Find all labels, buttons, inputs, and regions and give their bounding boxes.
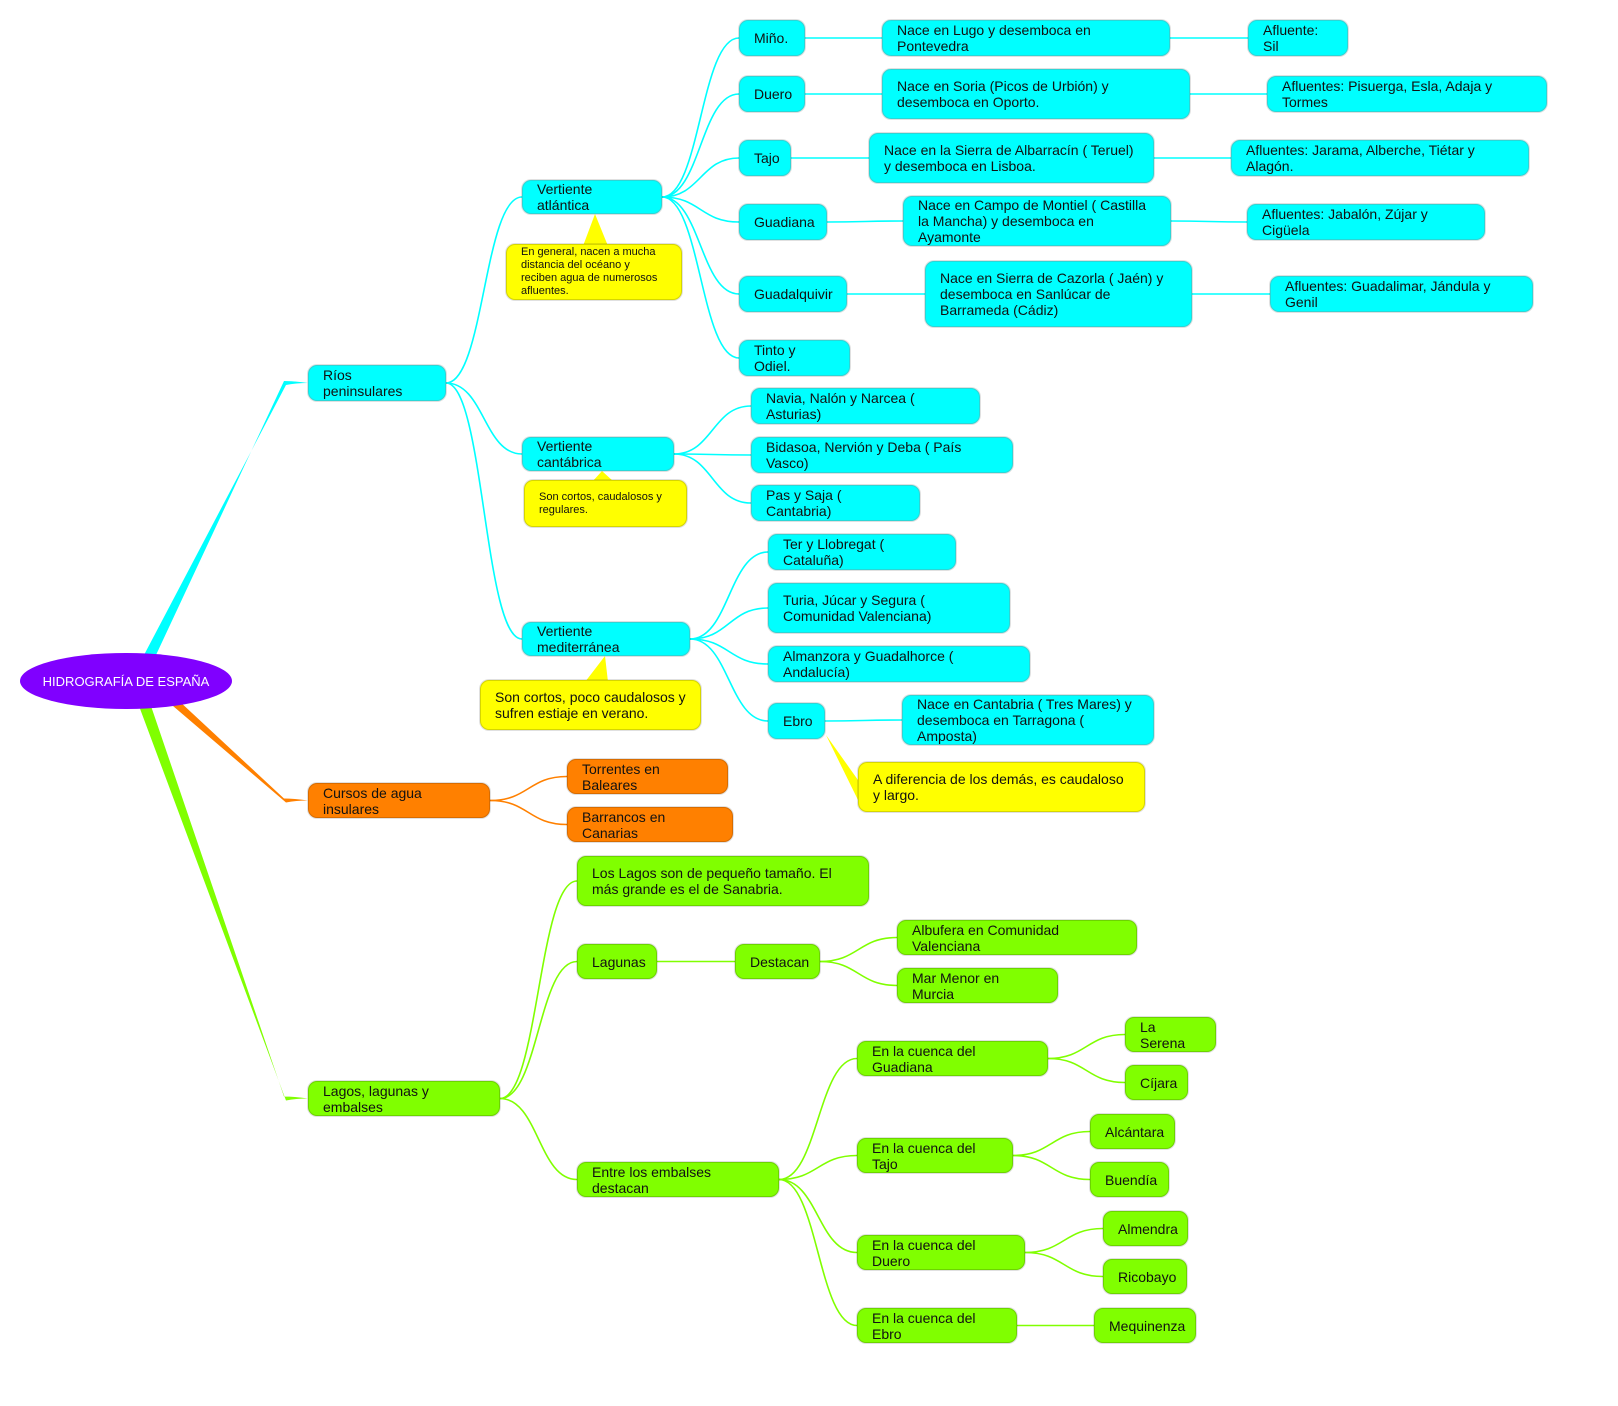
connector <box>689 638 769 665</box>
connector <box>819 936 898 963</box>
connector <box>689 638 769 722</box>
node-cuenca[interactable]: En la cuenca del Duero <box>857 1235 1025 1270</box>
connector <box>445 382 523 640</box>
connector <box>499 1097 578 1181</box>
node-vertiente-atlantica[interactable]: Vertiente atlántica <box>522 180 662 214</box>
node-river-origin[interactable]: Nace en Soria (Picos de Urbión) y desemb… <box>882 69 1190 119</box>
node-embalse[interactable]: La Serena <box>1125 1017 1216 1052</box>
node-rios-peninsulares[interactable]: Ríos peninsulares <box>308 365 446 401</box>
node-embalse[interactable]: Almendra <box>1103 1211 1188 1246</box>
node-river[interactable]: Duero <box>739 76 805 112</box>
node-river[interactable]: Guadalquivir <box>739 276 847 312</box>
connector <box>819 960 898 987</box>
connector <box>673 453 752 504</box>
node-river-tributaries[interactable]: Afluentes: Jabalón, Zújar y Cigüela <box>1247 204 1485 240</box>
note-vertiente-atlantica[interactable]: En general, nacen a mucha distancia del … <box>506 244 682 300</box>
node-river-tributaries[interactable]: Afluente: Sil <box>1248 20 1348 56</box>
connector <box>445 382 523 455</box>
connector <box>661 93 740 198</box>
node-river-origin[interactable]: Nace en Cantabria ( Tres Mares) y desemb… <box>902 695 1154 745</box>
node-cuenca[interactable]: En la cuenca del Guadiana <box>857 1041 1048 1076</box>
node-lagos-lagunas-embalses[interactable]: Lagos, lagunas y embalses <box>308 1081 500 1116</box>
note-pointer <box>592 471 614 482</box>
connector <box>1047 1033 1126 1060</box>
node-river-origin[interactable]: Nace en Sierra de Cazorla ( Jaén) y dese… <box>925 261 1192 327</box>
connector <box>673 453 752 456</box>
note-ebro[interactable]: A diferencia de los demás, es caudaloso … <box>858 762 1145 812</box>
connector <box>499 960 578 1100</box>
note-pointer <box>583 214 608 246</box>
node-river-tributaries[interactable]: Afluentes: Guadalimar, Jándula y Genil <box>1270 276 1533 312</box>
connector <box>1170 220 1248 223</box>
connector <box>826 220 904 223</box>
node-river-origin[interactable]: Nace en la Sierra de Albarracín ( Teruel… <box>869 133 1154 183</box>
connector <box>778 1178 858 1327</box>
node-river[interactable]: Tajo <box>739 140 791 176</box>
connector <box>673 405 752 455</box>
node-embalse[interactable]: Ricobayo <box>1103 1259 1187 1294</box>
connector <box>1012 1130 1091 1157</box>
node-river[interactable]: Almanzora y Guadalhorce ( Andalucía) <box>768 646 1030 682</box>
node-laguna[interactable]: Albufera en Comunidad Valenciana <box>897 920 1137 955</box>
connector <box>689 607 769 640</box>
connector <box>778 1154 858 1181</box>
node-river[interactable]: Bidasoa, Nervión y Deba ( País Vasco) <box>751 437 1013 473</box>
node-embalse[interactable]: Buendía <box>1090 1162 1169 1197</box>
node-cuenca[interactable]: En la cuenca del Tajo <box>857 1138 1013 1173</box>
node-vertiente-cantabrica[interactable]: Vertiente cantábrica <box>522 437 674 471</box>
node-river[interactable]: Guadiana <box>739 204 827 240</box>
node-river-tributaries[interactable]: Afluentes: Pisuerga, Esla, Adaja y Torme… <box>1267 76 1547 112</box>
node-embalses[interactable]: Entre los embalses destacan <box>577 1162 779 1197</box>
main-branch <box>166 700 308 803</box>
node-embalse[interactable]: Mequinenza <box>1094 1308 1196 1343</box>
node-lagunas[interactable]: Lagunas <box>577 944 657 979</box>
node-river[interactable]: Pas y Saja ( Cantabria) <box>751 485 920 521</box>
connector <box>489 775 568 802</box>
main-branch <box>139 706 308 1101</box>
node-embalse[interactable]: Alcántara <box>1090 1114 1175 1149</box>
note-vertiente-mediterranea[interactable]: Son cortos, poco caudalosos y sufren est… <box>480 680 701 730</box>
connector <box>661 157 740 198</box>
node-river-origin[interactable]: Nace en Lugo y desemboca en Pontevedra <box>882 20 1170 56</box>
node-insular-item[interactable]: Torrentes en Baleares <box>567 759 728 794</box>
node-river-origin[interactable]: Nace en Campo de Montiel ( Castilla la M… <box>903 196 1171 246</box>
node-river[interactable]: Tinto y Odiel. <box>739 340 850 376</box>
connector <box>445 196 523 384</box>
node-vertiente-mediterranea[interactable]: Vertiente mediterránea <box>522 622 690 656</box>
note-pointer <box>585 656 608 682</box>
node-river-tributaries[interactable]: Afluentes: Jarama, Alberche, Tiétar y Al… <box>1231 140 1529 176</box>
node-lagos-info[interactable]: Los Lagos son de pequeño tamaño. El más … <box>577 856 869 906</box>
connector <box>1047 1057 1126 1084</box>
node-laguna[interactable]: Mar Menor en Murcia <box>897 968 1058 1003</box>
connector <box>489 799 568 826</box>
connector <box>778 1057 858 1181</box>
node-river[interactable]: Ter y Llobregat ( Cataluña) <box>768 534 956 570</box>
connector <box>661 196 740 223</box>
connector <box>1012 1154 1091 1181</box>
connector <box>661 37 740 198</box>
connector <box>499 880 578 1100</box>
note-vertiente-cantabrica[interactable]: Son cortos, caudalosos y regulares. <box>524 480 687 527</box>
node-river[interactable]: Turia, Júcar y Segura ( Comunidad Valenc… <box>768 583 1010 633</box>
node-destacan[interactable]: Destacan <box>735 944 820 979</box>
connector <box>689 551 769 640</box>
connector <box>661 196 740 295</box>
connector <box>661 196 740 359</box>
node-insular-item[interactable]: Barrancos en Canarias <box>567 807 733 842</box>
node-cuenca[interactable]: En la cuenca del Ebro <box>857 1308 1017 1343</box>
node-river[interactable]: Miño. <box>739 20 805 56</box>
node-cursos-insulares[interactable]: Cursos de agua insulares <box>308 783 490 818</box>
node-embalse[interactable]: Cíjara <box>1125 1065 1188 1100</box>
node-river[interactable]: Navia, Nalón y Narcea ( Asturias) <box>751 388 980 424</box>
connector <box>824 719 903 722</box>
connector <box>1024 1227 1104 1254</box>
connector <box>1024 1251 1104 1278</box>
node-river-ebro[interactable]: Ebro <box>768 703 825 739</box>
main-branch <box>144 381 308 655</box>
note-pointer <box>826 735 858 800</box>
root-node[interactable]: HIDROGRAFÍA DE ESPAÑA <box>20 653 232 709</box>
connector <box>778 1178 858 1254</box>
